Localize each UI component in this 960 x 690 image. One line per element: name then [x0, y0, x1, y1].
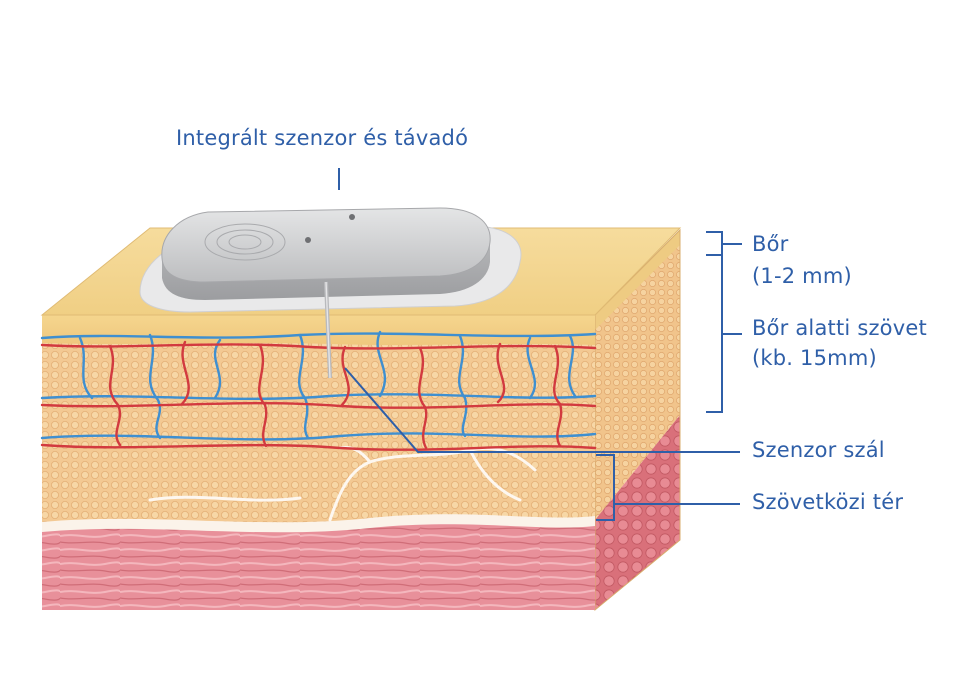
sensor-wire-leader	[344, 367, 740, 453]
device-body	[161, 207, 491, 283]
arteries	[40, 340, 597, 451]
device-hole-center	[305, 237, 311, 243]
leader-lines	[338, 168, 742, 521]
skin-label: Bőr	[752, 232, 789, 256]
skin-depth-label: (1-2 mm)	[752, 264, 852, 288]
subcutaneous-depth-label: (kb. 15mm)	[752, 346, 877, 370]
veins	[40, 330, 597, 441]
fat-layer	[42, 328, 595, 524]
device-label: Integrált szenzor és távadó	[176, 126, 469, 150]
sensor-transmitter-device	[139, 207, 522, 379]
subcutaneous-label: Bőr alatti szövet	[752, 316, 927, 340]
fascia-line	[42, 514, 595, 535]
skin-bracket	[706, 231, 742, 256]
interstitial-label: Szövetközi tér	[752, 490, 904, 514]
device-etching	[204, 223, 286, 261]
device-hole-top	[349, 214, 355, 220]
interstitial-bracket	[596, 454, 740, 521]
skin-layer	[42, 315, 595, 345]
blood-vessels	[40, 330, 597, 451]
sensor-wire-label: Szenzor szál	[752, 438, 885, 462]
muscle-layer	[42, 524, 595, 610]
subcut-bracket	[706, 254, 742, 413]
